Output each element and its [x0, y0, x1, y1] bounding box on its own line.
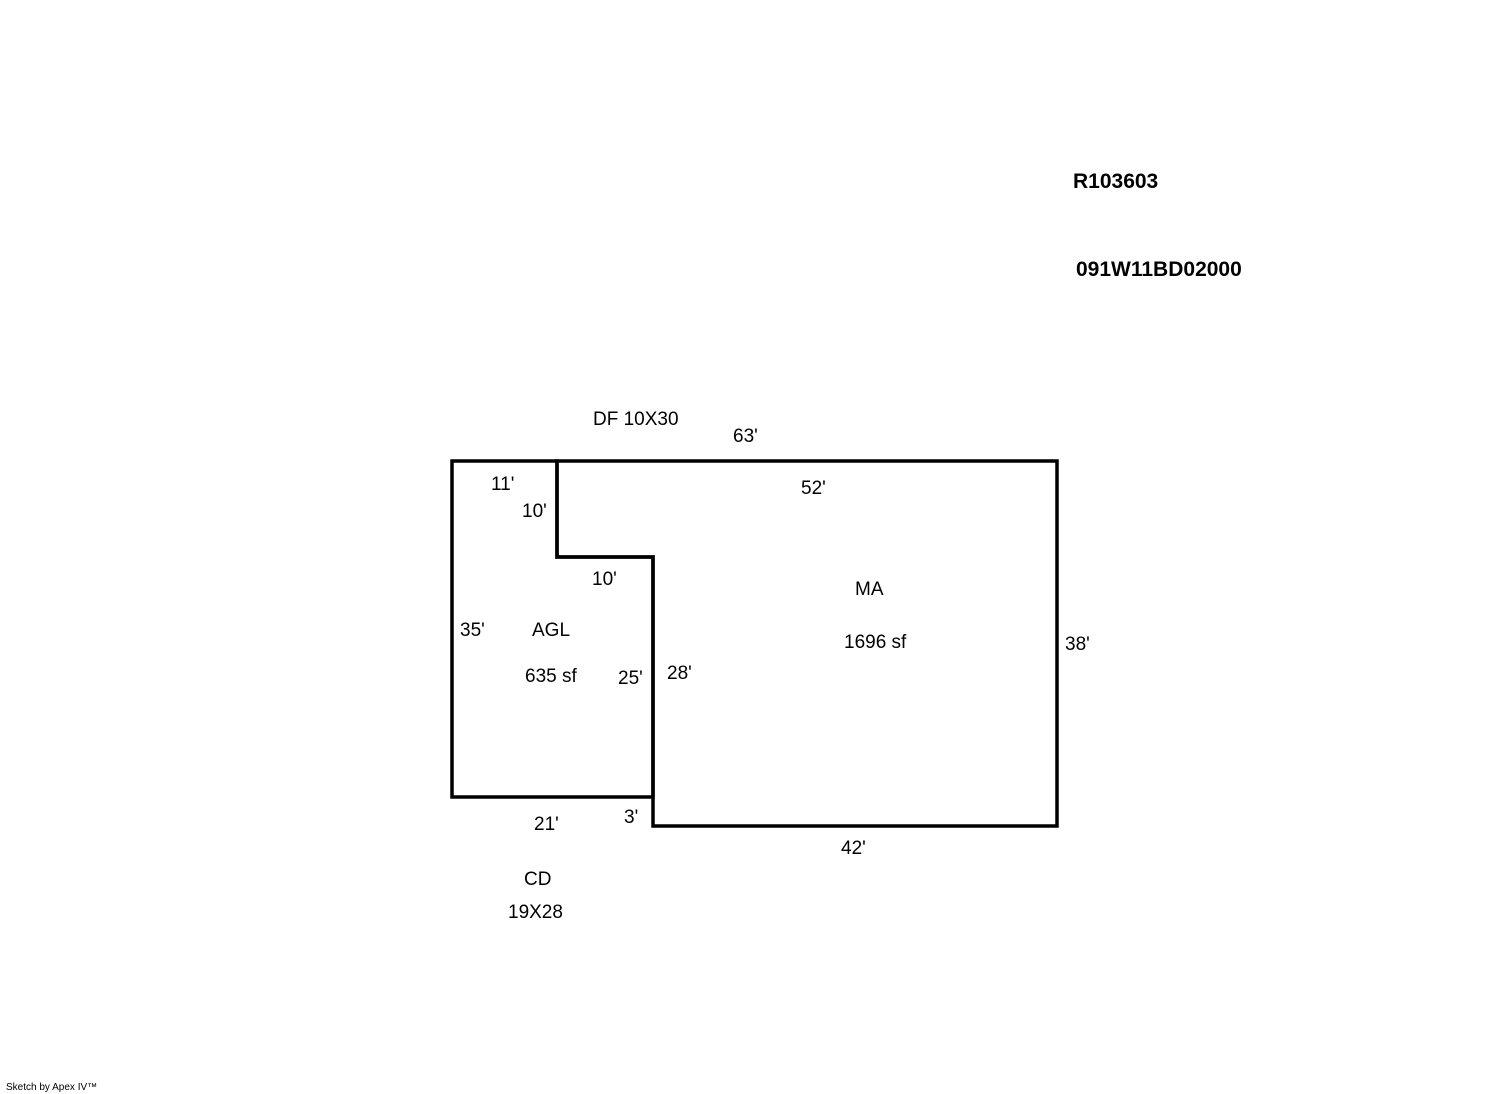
- map-tax-lot: 091W11BD02000: [1076, 258, 1242, 281]
- ma-code-label: MA: [855, 579, 884, 600]
- agl-area-label: 635 sf: [525, 666, 577, 687]
- dim-top-total: 63': [733, 426, 758, 447]
- dim-agl-bottom: 21': [534, 814, 559, 835]
- dim-notch-vertical: 10': [522, 501, 547, 522]
- dim-notch-horizontal: 10': [592, 569, 617, 590]
- dim-ma-bottom: 42': [841, 838, 866, 859]
- ma-area-label: 1696 sf: [844, 632, 907, 653]
- dim-top-agl: 11': [491, 474, 514, 495]
- dim-agl-right: 25': [618, 668, 643, 689]
- dim-ma-left: 28': [667, 663, 692, 684]
- covered-deck-size: 19X28: [508, 902, 563, 923]
- dim-step: 3': [624, 807, 638, 828]
- ma-outline: [555, 459, 1059, 828]
- account-number: R103603: [1073, 170, 1158, 193]
- sketch-credit: Sketch by Apex IV™: [6, 1082, 97, 1093]
- dim-agl-left: 35': [460, 620, 485, 641]
- dim-ma-right: 38': [1065, 634, 1090, 655]
- agl-outline: [450, 459, 655, 799]
- covered-deck-code: CD: [524, 869, 551, 890]
- dim-top-ma: 52': [801, 478, 826, 499]
- agl-code-label: AGL: [532, 620, 570, 641]
- deck-front-label: DF 10X30: [593, 409, 679, 430]
